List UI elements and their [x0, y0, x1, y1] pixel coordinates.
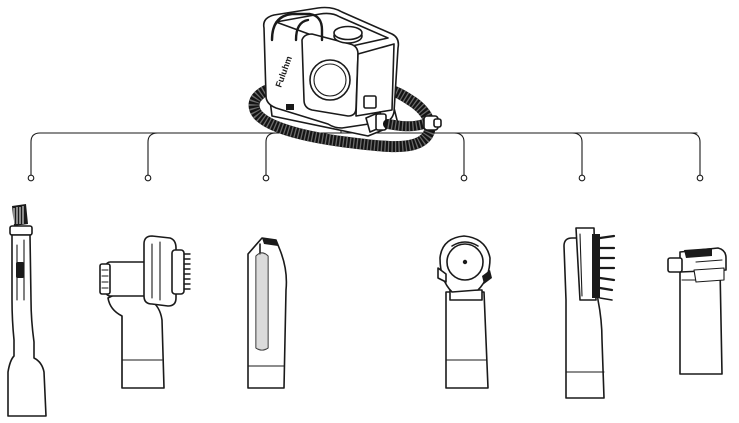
connector-node-5: [578, 174, 586, 182]
hair-clipper-icon: [247, 237, 288, 389]
connector-node-4: [460, 174, 468, 182]
cleaning-nozzle-icon: [667, 247, 727, 375]
de-shedding-comb-icon: [563, 227, 616, 399]
vacuum-grooming-unit-icon: Fuluhm: [248, 6, 442, 153]
connector-branch-2: [147, 132, 159, 176]
connector-branch-6: [689, 132, 701, 176]
grooming-brush-icon: [99, 235, 191, 389]
connector-node-1: [27, 174, 35, 182]
hose-connector: [365, 111, 442, 133]
connector-node-2: [144, 174, 152, 182]
crevice-nozzle-icon: [7, 204, 47, 417]
connector-branch-5: [571, 132, 583, 176]
connector-node-6: [696, 174, 704, 182]
rotary-cutter-icon: [437, 235, 492, 389]
connector-branch-1: [30, 132, 41, 176]
hose-icon: [248, 78, 436, 153]
connector-node-3: [262, 174, 270, 182]
connector-branch-4: [453, 132, 465, 176]
connector-branch-3: [265, 132, 277, 176]
